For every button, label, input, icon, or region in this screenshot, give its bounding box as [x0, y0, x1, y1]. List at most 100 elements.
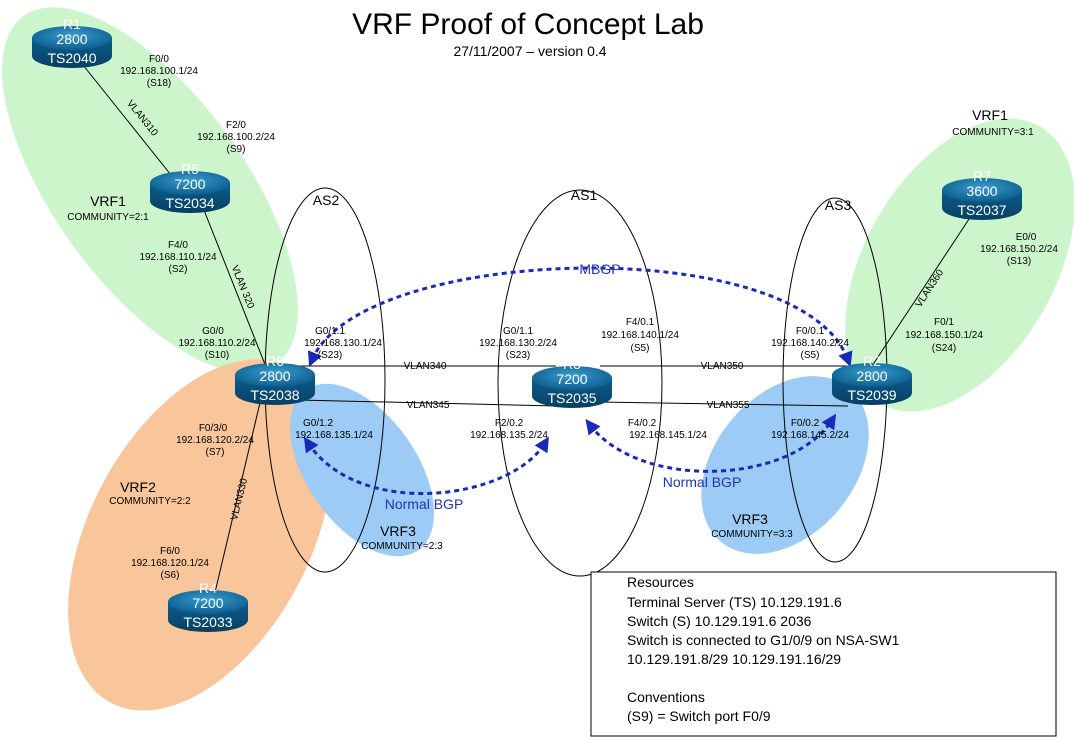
router-r2-model: 2800 [856, 368, 887, 384]
resources-line-switch: Switch (S) 10.129.191.6 2036 [627, 613, 812, 629]
vlan340-label: VLAN340 [404, 361, 447, 372]
router-r6-model: 2800 [259, 368, 290, 384]
vrf3-right-name: VRF3 [732, 511, 768, 527]
router-r7-name: R7 [973, 168, 991, 184]
port-label: (S6) [161, 570, 180, 581]
port-label: (S5) [801, 350, 820, 361]
router-r7: R7 3600 TS2037 [942, 168, 1022, 220]
link-r6-r3-vlan345 [297, 399, 557, 407]
ip-label: 192.168.130.2/24 [479, 338, 557, 349]
vlan355-label: VLAN355 [707, 400, 750, 411]
router-r3-name: R3 [563, 356, 581, 372]
router-r5-model: 7200 [174, 176, 205, 192]
ip-label: 192.168.150.1/24 [905, 330, 983, 341]
router-r4-model: 7200 [192, 595, 223, 611]
vrf3-left-name: VRF3 [380, 523, 416, 539]
iface-r2-f001: F0/0.1 192.168.140.2/24 (S5) [771, 326, 849, 361]
port-label: (S13) [1007, 256, 1031, 267]
ip-label: 192.168.120.1/24 [131, 558, 209, 569]
iface-r6-g012: G0/1.2 192.168.135.1/24 [295, 418, 373, 441]
port-label: (S24) [932, 343, 956, 354]
link-r1-r5 [74, 54, 176, 181]
port-label: (S5) [631, 343, 650, 354]
vrf2-name: VRF2 [120, 479, 156, 495]
router-r1-model: 2800 [56, 31, 87, 47]
link-r2-r7 [871, 209, 976, 367]
iface-label: G0/1.2 [303, 418, 333, 429]
vrf2-community: COMMUNITY=2:2 [109, 496, 191, 507]
ip-label: 192.168.145.1/24 [629, 430, 707, 441]
normal-bgp-right-label: Normal BGP [663, 474, 742, 490]
router-r2: R2 2800 TS2039 [832, 353, 912, 405]
resources-line-ts: Terminal Server (TS) 10.129.191.6 [627, 594, 842, 610]
port-label: (S9) [227, 144, 246, 155]
router-r7-model: 3600 [966, 183, 997, 199]
router-r4-ts: TS2033 [183, 614, 232, 630]
ip-label: 192.168.135.1/24 [295, 430, 373, 441]
router-r5-name: R5 [181, 161, 199, 177]
ip-label: 192.168.145.2/24 [771, 430, 849, 441]
vrf2-region [68, 359, 332, 711]
iface-r5-f40: F4/0 192.168.110.1/24 (S2) [139, 240, 217, 275]
iface-r4-f60: F6/0 192.168.120.1/24 (S6) [131, 546, 209, 581]
router-r3-model: 7200 [556, 371, 587, 387]
port-label: (S2) [169, 264, 188, 275]
ip-label: 192.168.110.1/24 [139, 252, 217, 263]
ip-label: 192.168.135.2/24 [470, 430, 548, 441]
iface-label: F4/0.2 [628, 418, 657, 429]
router-r1: R1 2800 TS2040 [32, 16, 112, 68]
router-r7-ts: TS2037 [957, 202, 1006, 218]
router-r2-ts: TS2039 [847, 387, 896, 403]
resources-line-subnets: 10.129.191.8/29 10.129.191.16/29 [627, 651, 841, 667]
router-r6-name: R6 [266, 353, 284, 369]
iface-label: F2/0.2 [495, 418, 524, 429]
ip-label: 192.168.100.1/24 [120, 66, 198, 77]
resources-line-connected: Switch is connected to G1/0/9 on NSA-SW1 [627, 632, 900, 648]
router-r6-ts: TS2038 [250, 387, 299, 403]
port-label: (S18) [147, 78, 171, 89]
iface-r3-g011: G0/1.1 192.168.130.2/24 (S23) [479, 326, 557, 361]
mbgp-label: MBGP [579, 261, 620, 277]
port-label: (S23) [318, 350, 342, 361]
resources-box [590, 571, 1057, 737]
iface-r6-g00: G0/0 192.168.110.2/24 (S10) [178, 326, 256, 361]
iface-r6-g011: G0/1.1 192.168.130.1/24 (S23) [304, 326, 382, 361]
vrf3-right-community: COMMUNITY=3:3 [711, 529, 793, 540]
ip-label: 192.168.110.2/24 [178, 338, 256, 349]
router-r6: R6 2800 TS2038 [235, 353, 315, 405]
vrf1-left-community: COMMUNITY=2:1 [67, 212, 149, 223]
as2-label: AS2 [313, 192, 340, 208]
iface-r3-f202: F2/0.2 192.168.135.2/24 [470, 418, 548, 441]
vrf3-left-community: COMMUNITY=2:3 [361, 541, 443, 552]
resources-heading: Resources [627, 574, 694, 590]
link-r5-r6 [199, 199, 269, 373]
iface-r3-f401: F4/0.1 192.168.140.1/24 (S5) [601, 317, 679, 354]
iface-label: E0/0 [1016, 232, 1037, 243]
router-r2-name: R2 [863, 353, 881, 369]
iface-r3-f402: F4/0.2 192.168.145.1/24 [628, 418, 708, 441]
ip-label: 192.168.140.2/24 [771, 338, 849, 349]
iface-label: F0/0 [149, 54, 169, 65]
router-r4-name: R4 [199, 580, 217, 596]
iface-r5-f20: F2/0 192.168.100.2/24 (S9) [197, 120, 275, 155]
normal-bgp-left-label: Normal BGP [385, 496, 464, 512]
iface-r2-f01: F0/1 192.168.150.1/24 (S24) [905, 317, 983, 354]
ip-label: 192.168.120.2/24 [176, 435, 254, 446]
vrf1-left-name: VRF1 [90, 193, 126, 209]
vlan345-label: VLAN345 [407, 400, 450, 411]
ip-label: 192.168.140.1/24 [601, 330, 679, 341]
iface-label: F0/3/0 [199, 423, 228, 434]
router-r1-name: R1 [63, 16, 81, 32]
iface-r1-f00: F0/0 192.168.100.1/24 (S18) [120, 54, 198, 89]
port-label: (S23) [506, 350, 530, 361]
iface-label: F4/0 [168, 240, 188, 251]
iface-label: F0/0.2 [791, 418, 820, 429]
conventions-line: (S9) = Switch port F0/9 [627, 708, 771, 724]
iface-label: G0/0 [202, 326, 224, 337]
diagram-title: VRF Proof of Concept Lab [352, 8, 704, 41]
vrf1-right-name: VRF1 [972, 107, 1008, 123]
ip-label: 192.168.100.2/24 [197, 132, 275, 143]
normal-bgp-right-arrow [585, 413, 837, 473]
router-r3: R3 7200 TS2035 [532, 356, 612, 408]
